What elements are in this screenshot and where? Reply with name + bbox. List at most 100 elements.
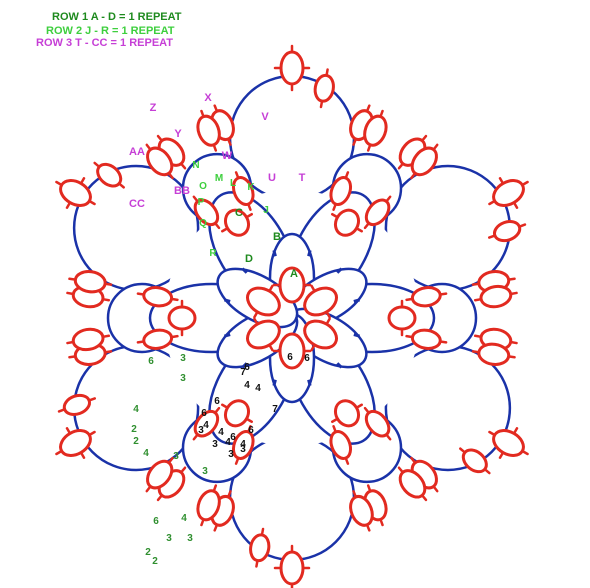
row3-ring-picot xyxy=(511,293,517,294)
tip-ring-picot xyxy=(500,178,503,183)
row3-label: U xyxy=(268,172,276,184)
arm-stitch-count: 3 xyxy=(187,533,193,544)
stitch-count: 6 xyxy=(201,408,207,419)
stitch-count: 4 xyxy=(225,437,231,448)
chain-picot xyxy=(309,250,311,256)
arm-stitch-count: 2 xyxy=(145,547,151,558)
stitch-count: 4 xyxy=(255,383,261,394)
arm-stitch-count: 3 xyxy=(180,353,186,364)
row3-ring-picot xyxy=(69,279,75,280)
tip-ring-picot xyxy=(56,182,61,185)
arm-stitch-count: 2 xyxy=(131,424,137,435)
row3-label: W xyxy=(222,150,233,162)
row2-label: L xyxy=(230,178,236,189)
stitch-count: 4 xyxy=(244,380,250,391)
arm-stitch-count: 6 xyxy=(153,516,159,527)
row3-label: Y xyxy=(174,128,182,140)
row3-ring-picot xyxy=(158,136,162,141)
row1-label: B xyxy=(273,231,281,243)
row3-ring-picot xyxy=(422,495,426,500)
chain-picot xyxy=(224,335,230,337)
row3-ring-picot xyxy=(105,351,111,352)
arm-stitch-count: 3 xyxy=(173,451,179,462)
row3-ring-picot xyxy=(399,468,403,473)
chain-picot xyxy=(354,300,360,302)
tip-ring-picot xyxy=(522,182,527,185)
arm-stitch-count: 3 xyxy=(202,466,208,477)
stitch-count: 7 xyxy=(272,404,278,415)
row2-label: N xyxy=(192,160,199,171)
arm-stitch-count: 6 xyxy=(148,356,154,367)
tip-ring-picot xyxy=(67,428,70,433)
row3-ring-picot xyxy=(158,495,162,500)
stitch-count: 3 xyxy=(198,425,204,436)
stitch-count: 6 xyxy=(244,362,250,373)
tip-ring-picot xyxy=(81,178,84,183)
tip-ring-small-picot xyxy=(256,561,257,567)
row3-ring-picot xyxy=(399,164,403,169)
row3-ring-picot xyxy=(509,279,515,280)
chain-picot xyxy=(274,380,276,386)
chain-picot xyxy=(354,335,360,337)
row3-ring-picot xyxy=(475,336,481,337)
row2-ring-picot xyxy=(440,294,446,295)
row2-ring-picot xyxy=(138,294,144,295)
row3-label: V xyxy=(261,111,269,123)
row3-ring-picot xyxy=(367,525,369,531)
row3-ring-picot xyxy=(103,299,109,300)
arm-stitch-count: 2 xyxy=(152,556,158,567)
row2-label: K xyxy=(247,182,255,193)
tip-ring-small-picot xyxy=(327,70,328,76)
row3-ring-picot xyxy=(473,284,479,285)
tip-ring-small-picot xyxy=(262,529,263,535)
row3-ring-picot xyxy=(434,486,438,491)
tip-ring-picot xyxy=(514,203,517,208)
row3-ring-picot xyxy=(367,106,369,112)
row1-label: A xyxy=(290,268,298,280)
row3-ring-picot xyxy=(105,284,111,285)
row2-label: M xyxy=(215,173,223,184)
row3-ring-picot xyxy=(511,342,517,343)
chain-picot xyxy=(224,300,230,302)
row3-ring-picot xyxy=(473,351,479,352)
row2-inner-ring-shape xyxy=(169,307,195,329)
tip-ring-picot xyxy=(522,451,527,454)
row2-ring-picot xyxy=(440,341,446,342)
stitch-count: 6 xyxy=(214,396,220,407)
row1-label: C xyxy=(235,207,243,219)
row3-label: BB xyxy=(174,185,190,197)
tip-ring-shape xyxy=(281,552,303,584)
stitch-count: 6 xyxy=(287,352,293,363)
row3-ring-picot xyxy=(69,356,75,357)
row3-ring-picot xyxy=(181,164,185,169)
row3-ring-picot xyxy=(434,145,438,150)
row2-ring-picot xyxy=(172,336,178,337)
row2-ring-picot xyxy=(407,299,413,300)
row2-label: O xyxy=(199,181,207,192)
row3-ring-picot xyxy=(475,299,481,300)
row3-ring-picot xyxy=(509,356,515,357)
row2-ring-picot xyxy=(172,299,178,300)
row3-ring-picot xyxy=(103,336,109,337)
row3-ring-picot xyxy=(215,106,217,112)
tip-ring-picot xyxy=(56,451,61,454)
stitch-count: 3 xyxy=(212,439,218,450)
stitch-count: 4 xyxy=(203,420,209,431)
stitch-count: 3 xyxy=(240,444,246,455)
stitch-count: 6 xyxy=(248,425,254,436)
row3-label: AA xyxy=(129,146,145,158)
row3-ring-picot xyxy=(147,486,151,491)
row2-inner-ring-shape xyxy=(389,307,415,329)
row2-ring-picot xyxy=(138,341,144,342)
row3-ring-picot xyxy=(67,342,73,343)
tip-ring-picot xyxy=(67,203,70,208)
stitch-count: 4 xyxy=(218,427,224,438)
tip-ring-small-picot xyxy=(321,101,322,107)
tip-ring-small-picot xyxy=(95,163,100,167)
tip-ring-picot xyxy=(81,453,84,458)
row3-ring-picot xyxy=(147,145,151,150)
row3-ring-picot xyxy=(181,468,185,473)
row2-label: Q xyxy=(199,218,207,229)
arm-stitch-count: 2 xyxy=(133,436,139,447)
row2-label: P xyxy=(198,197,205,208)
